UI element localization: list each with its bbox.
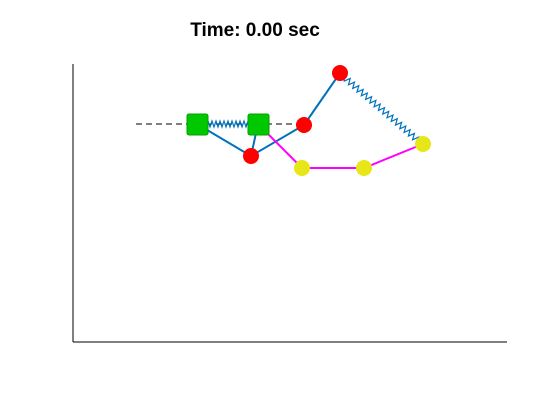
- link-middle-joint-to-top-joint: [303, 72, 341, 126]
- link-lower-joint-to-middle-joint: [250, 124, 305, 157]
- green-block-right: [247, 113, 270, 136]
- figure-title: Time: 0.00 sec: [190, 20, 320, 41]
- magenta-link-chain: [257, 123, 424, 169]
- green-block-left: [186, 113, 209, 136]
- red-joint-top: [332, 65, 348, 81]
- yellow-joint-left: [294, 160, 310, 176]
- spring-between-blocks: [199, 119, 257, 129]
- red-joint-lower-left: [243, 148, 259, 164]
- spring-top-to-right: [343, 76, 422, 145]
- yellow-joint-right: [415, 136, 431, 152]
- red-joint-middle: [296, 117, 312, 133]
- yellow-joint-middle: [356, 160, 372, 176]
